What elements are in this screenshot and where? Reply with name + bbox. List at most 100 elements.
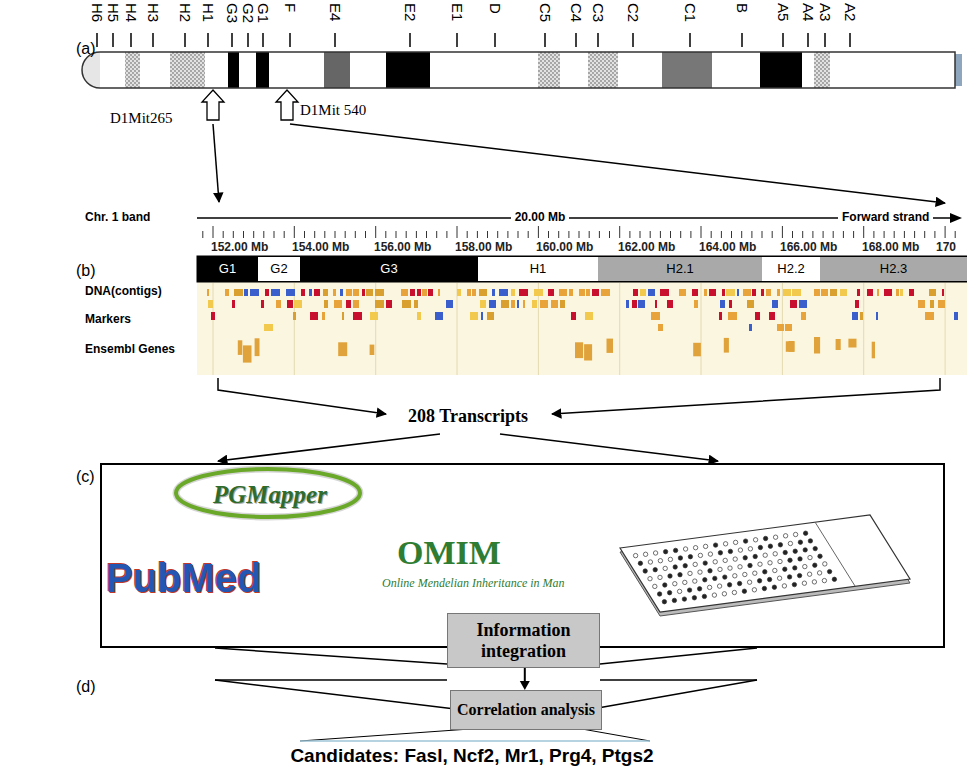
marker-mark (752, 289, 756, 296)
logo-subtitle: Online Mendelian Inheritance in Man (382, 577, 565, 591)
ruler-tick (934, 231, 935, 238)
panel-label: (a) (76, 40, 96, 58)
grid-line (213, 283, 214, 375)
array-spot (717, 584, 721, 588)
logo-text: OMIM (397, 533, 501, 572)
array-spot (818, 554, 822, 558)
array-spot (733, 557, 737, 561)
ruler-tick (579, 231, 580, 238)
track-label: Markers (85, 313, 131, 327)
chromosome-band: H2.2 (762, 256, 820, 282)
marker-mark (438, 289, 440, 296)
telomere (955, 54, 962, 86)
array-spot (793, 549, 797, 553)
gene-mark (724, 338, 729, 353)
array-spot (758, 562, 762, 566)
array-spot (673, 548, 677, 552)
array-spot (817, 571, 821, 575)
band-label: A5 (776, 3, 791, 21)
array-spot (773, 535, 777, 539)
marker-mark (519, 289, 528, 296)
marker-mark (472, 289, 476, 296)
array-spot (703, 578, 707, 582)
gene-mark (255, 338, 260, 356)
band-tick (130, 33, 132, 47)
gene-mark (338, 342, 347, 356)
gene-mark (814, 337, 820, 354)
array-spot (643, 569, 647, 573)
marker-mark (551, 300, 558, 308)
array-spot (687, 588, 691, 592)
array-spot (798, 540, 802, 544)
array-spot (773, 568, 777, 572)
array-spot (813, 563, 817, 567)
marker-mark (353, 300, 359, 308)
array-spot (743, 572, 747, 576)
band-label: G2 (241, 3, 256, 23)
marker-mark (410, 289, 415, 296)
marker-mark (761, 289, 764, 296)
ruler-tick (507, 231, 508, 238)
marker-mark (523, 300, 525, 308)
gene-mark (848, 339, 856, 348)
array-spot (668, 557, 672, 561)
band-tick (207, 33, 209, 47)
microarray-spots (633, 531, 836, 604)
marker-mark (366, 289, 373, 296)
funnel-line (215, 648, 447, 664)
marker-name: D1Mit 540 (300, 102, 366, 119)
marker-mark (532, 300, 537, 308)
band-label: C2 (626, 3, 641, 22)
marker-mark (719, 312, 722, 320)
band-tick (112, 33, 114, 47)
array-spot (722, 592, 726, 596)
array-spot (678, 556, 682, 560)
position-label: 170 (936, 241, 956, 255)
marker-mark (244, 289, 248, 296)
array-spot (778, 559, 782, 563)
ruler-tick (670, 231, 671, 238)
array-spot (803, 548, 807, 552)
gene-mark (786, 341, 795, 352)
marker-mark (446, 300, 453, 308)
marker-mark (286, 289, 295, 296)
marker-mark (929, 289, 936, 296)
ruler-tick (477, 231, 478, 238)
ruler (203, 226, 955, 238)
marker-mark (501, 300, 509, 308)
band-name: G1 (219, 262, 236, 277)
array-spot (723, 575, 727, 579)
array-spot (763, 553, 767, 557)
array-spot (703, 544, 707, 548)
marker-mark (265, 289, 269, 296)
logo-text: PubMed (106, 555, 262, 601)
chromosome-band: H2.3 (820, 256, 967, 282)
marker-mark (250, 289, 259, 296)
marker-mark (772, 300, 778, 308)
marker-mark (857, 289, 860, 296)
marker-mark (323, 289, 328, 296)
ruler-tick (294, 226, 295, 238)
array-spot (727, 583, 731, 587)
gene-mark (238, 340, 243, 355)
marker-mark (633, 289, 638, 296)
ruler-tick (640, 231, 641, 238)
gene-mark (575, 342, 583, 358)
marker-mark (340, 289, 343, 296)
band (170, 52, 205, 88)
marker-mark (481, 312, 483, 320)
ruler-tick (751, 231, 752, 238)
array-spot (718, 551, 722, 555)
marker-mark (884, 289, 892, 296)
array-spot (638, 561, 642, 565)
marker-mark (855, 300, 859, 308)
band-name: H2.1 (666, 262, 693, 277)
array-spot (733, 540, 737, 544)
array-spot (793, 566, 797, 570)
array-spot (733, 574, 737, 578)
ruler-tick (792, 231, 793, 238)
band-tick (409, 33, 411, 47)
array-spot (747, 580, 751, 584)
marker-mark (211, 312, 215, 320)
grid-line (863, 283, 864, 375)
